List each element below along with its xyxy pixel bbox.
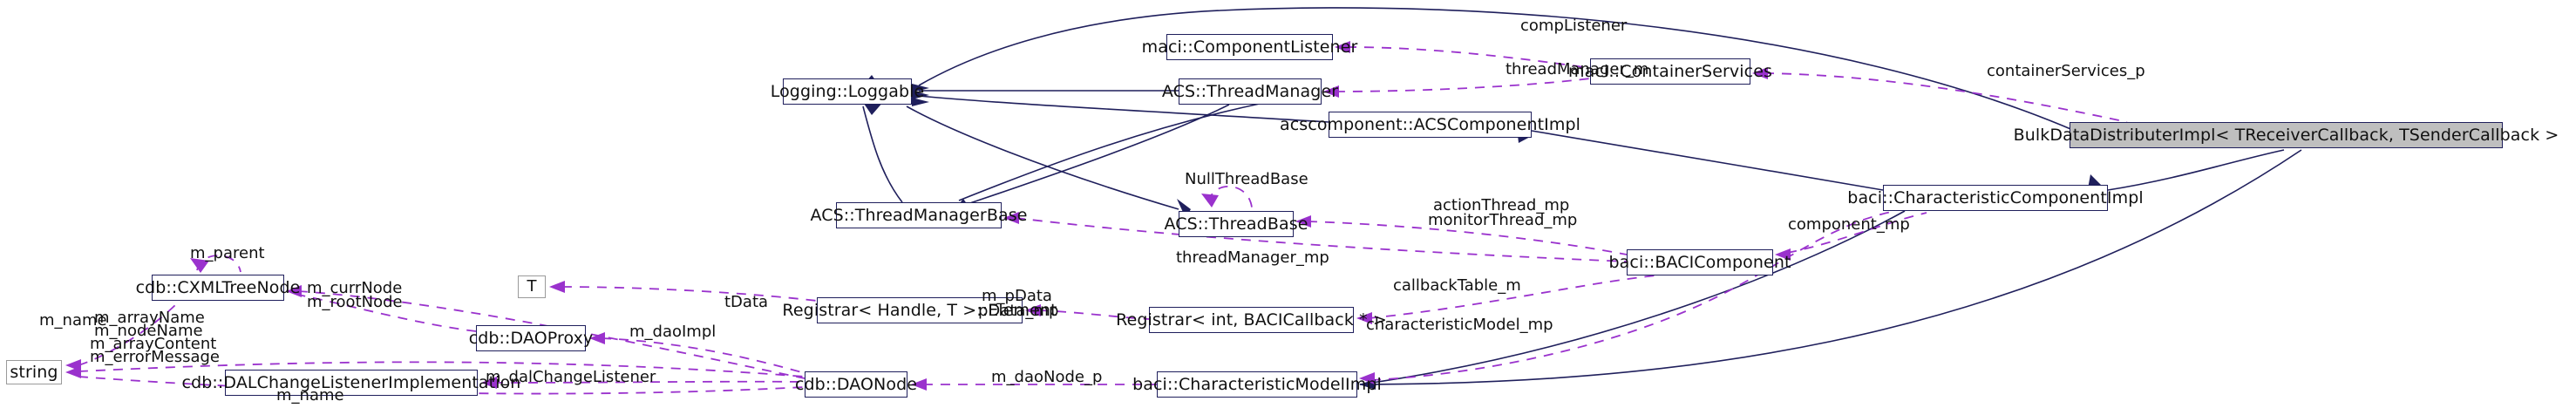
node-cdb-daonode[interactable]: cdb::DAONode bbox=[795, 371, 917, 398]
edge-label-m-daonode-p: m_daoNode_p bbox=[991, 368, 1103, 386]
node-string[interactable]: string bbox=[6, 360, 62, 384]
edge-label-containerservices-p: containerServices_p bbox=[1987, 62, 2145, 80]
edge-label-m-rootnode: m_rootNode bbox=[307, 293, 403, 311]
node-acscomponent-acscomponentimpl[interactable]: acscomponent::ACSComponentImpl bbox=[1280, 112, 1580, 138]
node-maci-componentlistener[interactable]: maci::ComponentListener bbox=[1142, 34, 1357, 60]
edge-label-m-dalchangelistener: m_dalChangeListener bbox=[486, 368, 656, 386]
edge-label-m-daoimpl: m_daoImpl bbox=[629, 323, 717, 341]
edge-label-threadmanager-m: threadManager_m bbox=[1505, 60, 1649, 78]
edge-label-threadmanager-mp: threadManager_mp bbox=[1176, 248, 1329, 267]
edge-label-monitorthread-mp: monitorThread_mp bbox=[1428, 211, 1578, 229]
node-baci-characteristiccomponentimpl[interactable]: baci::CharacteristicComponentImpl bbox=[1847, 185, 2144, 211]
node-template-t[interactable]: T bbox=[518, 275, 546, 298]
edge-label-m-name-left: m_name bbox=[39, 311, 107, 330]
inheritance-edges bbox=[862, 7, 2302, 385]
node-acs-threadbase[interactable]: ACS::ThreadBase bbox=[1165, 211, 1308, 237]
edge-label-m-arraycontent: m_arrayContent bbox=[90, 335, 217, 353]
edge-label-complistener: compListener bbox=[1520, 17, 1628, 35]
edge-label-m-arrayname: m_arrayName bbox=[94, 309, 205, 327]
node-cdb-daoproxy[interactable]: cdb::DAOProxy bbox=[469, 325, 593, 351]
edge-label-component-mp: component_mp bbox=[1788, 215, 1910, 234]
node-bulkdatadistributerimpl[interactable]: BulkDataDistributerImpl< TReceiverCallba… bbox=[2014, 122, 2559, 148]
edge-label-m-currnode: m_currNode bbox=[307, 279, 403, 297]
node-cdb-cxmltreenode[interactable]: cdb::CXMLTreeNode bbox=[136, 275, 300, 301]
edge-label-callbacktable-m: callbackTable_m bbox=[1393, 276, 1521, 295]
edge-label-m-parent: m_parent bbox=[190, 244, 265, 262]
node-registrar-int-bacicallback[interactable]: Registrar< int, BACICallback * > bbox=[1116, 307, 1387, 333]
edge-label-m-name-bottom: m_name bbox=[276, 386, 344, 405]
edge-label-m-errormessage: m_errorMessage bbox=[90, 348, 221, 366]
edge-label-characteristicmodel-mp: characteristicModel_mp bbox=[1366, 316, 1553, 334]
node-acs-threadmanagerbase[interactable]: ACS::ThreadManagerBase bbox=[811, 202, 1027, 228]
edge-label-m-pdata: m_pData bbox=[982, 287, 1052, 305]
node-baci-characteristicmodelimpl[interactable]: baci::CharacteristicModelImpl bbox=[1132, 371, 1382, 398]
node-acs-threadmanager[interactable]: ACS::ThreadManager bbox=[1162, 78, 1338, 105]
edge-label-m-nodename: m_nodeName bbox=[94, 322, 203, 340]
node-cdb-dalchangelistenerimplementation[interactable]: cdb::DALChangeListenerImplementation bbox=[182, 370, 520, 396]
node-registrar-handle-t-element[interactable]: Registrar< Handle, T >::Element bbox=[782, 297, 1057, 323]
edge-label-actionthread-mp: actionThread_mp bbox=[1433, 196, 1570, 214]
node-logging-loggable[interactable]: Logging::Loggable bbox=[771, 78, 924, 105]
edge-label-pdata-mp: pData_mp bbox=[978, 302, 1059, 320]
edge-label-tdata: tData bbox=[724, 293, 769, 311]
node-baci-bacicomponent[interactable]: baci::BACIComponent bbox=[1609, 249, 1791, 275]
edge-label-nullthreadbase: NullThreadBase bbox=[1185, 170, 1308, 188]
node-maci-containerservices[interactable]: maci::ContainerServices bbox=[1568, 58, 1772, 85]
